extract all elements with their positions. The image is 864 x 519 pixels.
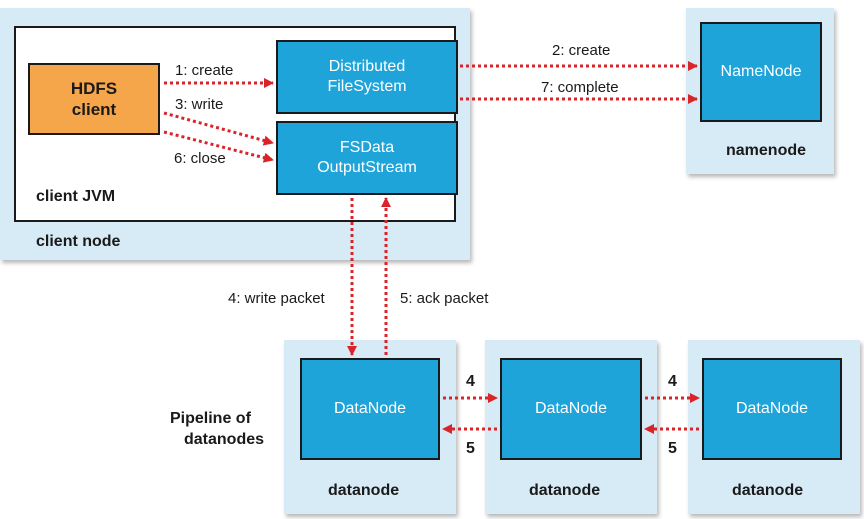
arrow-3-write xyxy=(163,111,274,146)
client-jvm-label: client JVM xyxy=(36,188,116,205)
step-5-label-dn2-dn1: 5 xyxy=(466,440,475,457)
datanode-label-2: datanode xyxy=(529,482,601,499)
step-1-create-label: 1: create xyxy=(175,62,234,79)
namenode-box-label: NameNode xyxy=(720,63,802,80)
step-4-label-dn2-dn3: 4 xyxy=(668,373,677,390)
datanode-box-3: DataNode xyxy=(702,358,842,460)
client-node-label: client node xyxy=(36,233,121,250)
datanode-box-3-label: DataNode xyxy=(735,400,809,417)
step-4-label-dn1-dn2: 4 xyxy=(466,373,475,390)
step-7-complete-label: 7: complete xyxy=(541,79,619,96)
dfs-line1: Distributed xyxy=(328,58,406,75)
fsdos-line2: OutputStream xyxy=(317,159,417,176)
distributed-filesystem-box: Distributed FileSystem xyxy=(276,40,458,114)
namenode-label: namenode xyxy=(726,142,807,159)
hdfs-client-box: HDFS client xyxy=(28,63,160,135)
datanode-box-2: DataNode xyxy=(500,358,642,460)
hdfs-client-line2: client xyxy=(71,100,117,119)
pipeline-label-line1: Pipeline of xyxy=(170,410,251,427)
step-5-label-dn3-dn2: 5 xyxy=(668,440,677,457)
datanode-box-2-label: DataNode xyxy=(534,400,608,417)
fsdos-line1: FSData xyxy=(339,139,395,156)
step-6-close-label: 6: close xyxy=(174,150,226,167)
datanode-label-1: datanode xyxy=(328,482,400,499)
step-4-write-packet-label: 4: write packet xyxy=(228,290,325,307)
step-2-create-label: 2: create xyxy=(552,42,611,59)
pipeline-label-line2: datanodes xyxy=(184,431,265,448)
fsdata-outputstream-box: FSData OutputStream xyxy=(276,121,458,195)
step-3-write-label: 3: write xyxy=(175,96,224,113)
namenode-box: NameNode xyxy=(700,22,822,122)
step-5-ack-packet-label: 5: ack packet xyxy=(400,290,489,307)
arrow-6-close xyxy=(163,130,274,163)
datanode-box-1: DataNode xyxy=(300,358,440,460)
datanode-label-3: datanode xyxy=(732,482,804,499)
hdfs-client-line1: HDFS xyxy=(70,79,118,98)
dfs-line2: FileSystem xyxy=(327,78,407,95)
datanode-box-1-label: DataNode xyxy=(333,400,407,417)
